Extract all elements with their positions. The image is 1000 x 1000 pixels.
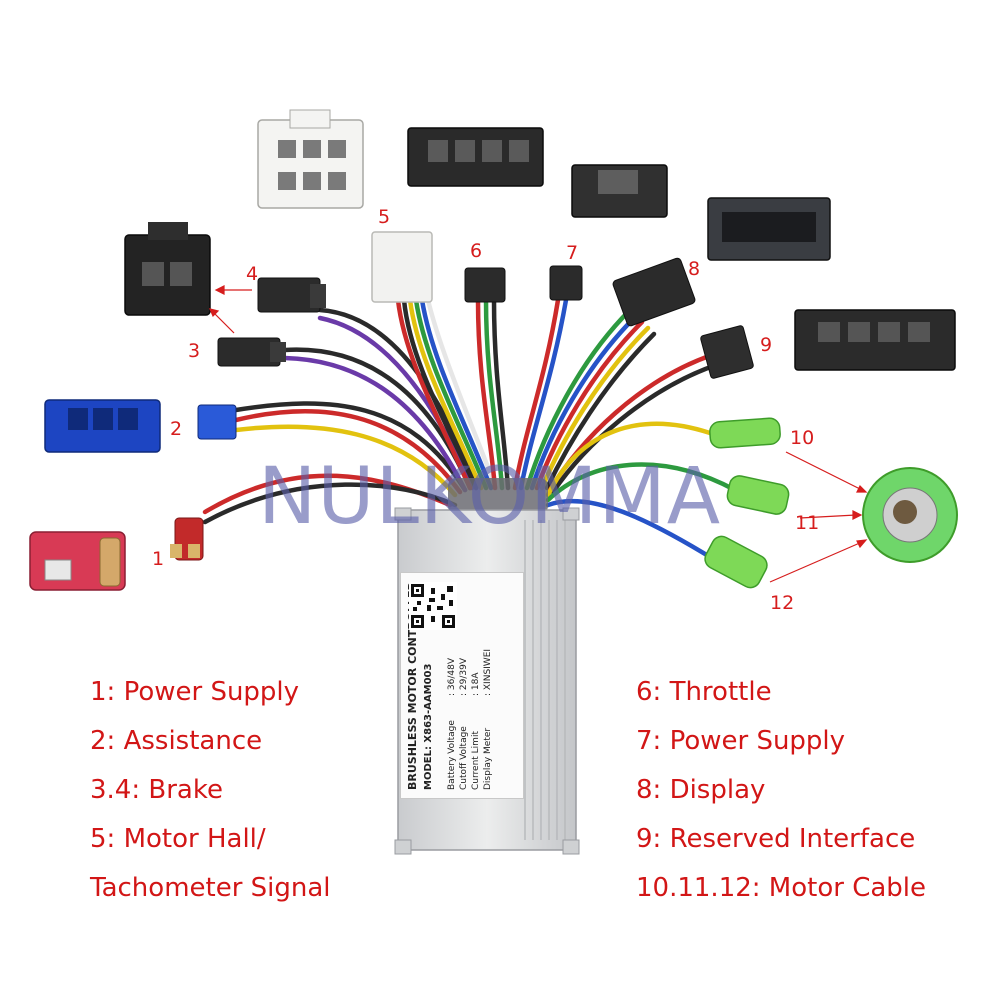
wire-hall-yellow: [407, 297, 484, 491]
wire-throttle-black: [491, 297, 511, 491]
connector-2-socket-blue: [44, 399, 161, 453]
wire-hall-white: [425, 297, 499, 491]
label-spec-name: Display Meter: [483, 727, 493, 790]
wire-power-black: [202, 482, 458, 525]
connector-7-socket: [571, 164, 668, 218]
label-spec-name: Battery Voltage: [447, 720, 457, 790]
wire-hall-blue: [419, 297, 494, 491]
legend-item: 2: Assistance: [90, 726, 263, 756]
callout-12: 12: [770, 592, 795, 614]
label-spec-value: : XINSIWEI: [483, 648, 493, 696]
label-model: MODEL: X863-AAM003: [423, 663, 434, 790]
wire-phase-yellow: [545, 421, 713, 498]
connector-11-bullet: [726, 475, 790, 515]
callout-5: 5: [378, 206, 391, 228]
wire-display-red: [534, 319, 645, 491]
callout-8: 8: [688, 258, 701, 280]
wire-throttle-red: [475, 297, 498, 491]
wire-display-green: [524, 307, 633, 491]
callout-4: 4: [246, 263, 259, 285]
callout-10: 10: [790, 427, 815, 449]
wire-hall-black: [401, 297, 479, 491]
wire-ps7-red: [512, 297, 561, 491]
wire-display-black: [544, 331, 657, 491]
legend-left: 1: Power Supply 2: Assistance 3.4: Brake…: [90, 668, 331, 913]
legend-item: 9: Reserved Interface: [636, 824, 916, 854]
wire-throttle-green: [483, 297, 505, 491]
callout-3: 3: [188, 340, 201, 362]
connector-1-plug: [170, 517, 204, 561]
legend-item: 3.4: Brake: [90, 775, 223, 805]
connector-9-plug: [700, 325, 754, 379]
callout-11: 11: [795, 512, 820, 534]
connector-6-socket: [407, 127, 544, 187]
connector-8-socket: [707, 197, 831, 261]
wire-display-yellow: [539, 325, 651, 491]
connector-2-plug-blue: [197, 404, 237, 440]
connector-10-bullet: [709, 417, 781, 449]
connector-5-socket-white: [257, 109, 364, 209]
callout-arrows: [208, 285, 868, 583]
wire-phase-green: [545, 462, 738, 503]
legend-item: 1: Power Supply: [90, 677, 300, 707]
legend-item: 10.11.12: Motor Cable: [636, 873, 927, 903]
connector-5-plug-white: [371, 231, 433, 303]
label-spec-value: : 18A: [471, 672, 481, 696]
wire-display-blue: [529, 313, 639, 491]
connector-12-bullet: [704, 535, 768, 589]
wire-assist-black: [233, 401, 468, 493]
connector-6-plug: [464, 267, 506, 303]
connector-9-socket: [794, 309, 956, 371]
qr-code-icon: [409, 582, 457, 630]
wire-reserved-black: [550, 362, 719, 495]
legend-item: 6: Throttle: [636, 677, 772, 707]
connector-brake-socket: [124, 222, 211, 316]
legend-item: 5: Motor Hall/: [90, 824, 266, 854]
wire-brake4-black: [317, 307, 479, 491]
label-spec-name: Current Limit: [471, 731, 481, 790]
connector-3-plug: [217, 337, 286, 367]
connector-8-plug: [612, 257, 696, 327]
callout-7: 7: [566, 242, 579, 264]
wire-assist-yellow: [233, 424, 458, 498]
callout-1: 1: [152, 548, 165, 570]
callout-2: 2: [170, 418, 183, 440]
label-spec-value: : 36/48V: [447, 658, 457, 696]
connector-4-plug: [257, 277, 326, 313]
motor-phase-socket: [862, 467, 958, 563]
legend-item: Tachometer Signal: [90, 873, 331, 903]
label-spec-name: Cutoff Voltage: [459, 726, 469, 790]
wire-hall-red: [395, 297, 473, 491]
connector-1-socket-red: [29, 531, 126, 591]
label-spec-value: : 29/39V: [459, 658, 469, 696]
wire-assist-red: [233, 408, 463, 495]
wire-brake3-purple: [282, 355, 468, 493]
watermark-text: NULKOMMA: [258, 452, 722, 542]
legend-item: 7: Power Supply: [636, 726, 846, 756]
wire-harness: [202, 297, 738, 563]
wire-phase-blue: [545, 498, 718, 563]
callout-6: 6: [470, 240, 483, 262]
legend-right: 6: Throttle 7: Power Supply 8: Display 9…: [636, 668, 926, 913]
callout-9: 9: [760, 334, 773, 356]
controller-label: BRUSHLESS MOTOR CONTROLLER MODEL: X863-A…: [400, 572, 524, 799]
connector-7-plug: [549, 265, 583, 301]
wire-hall-green: [413, 297, 489, 491]
wire-sleeve: [448, 478, 548, 514]
wire-ps7-blue: [518, 297, 569, 491]
legend-item: 8: Display: [636, 775, 766, 805]
